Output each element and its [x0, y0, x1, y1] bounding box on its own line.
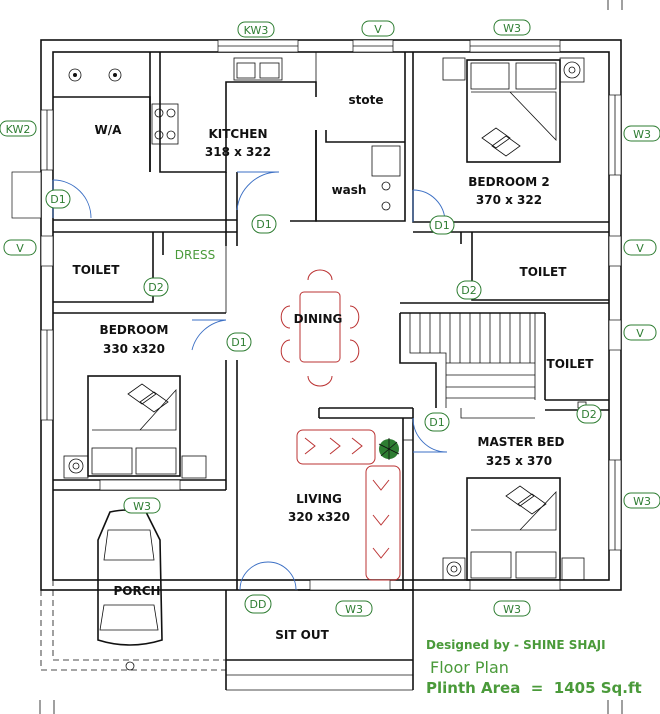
car-icon	[97, 509, 163, 671]
walls	[39, 0, 623, 714]
beds	[63, 57, 585, 581]
svg-text:D1: D1	[429, 416, 444, 429]
plan-title: Floor Plan	[430, 658, 509, 677]
tag-w3-top: W3	[493, 19, 531, 36]
room-labels: W/A KITCHEN 318 x 322 stote wash BEDROOM…	[73, 93, 595, 642]
svg-text:KW2: KW2	[6, 123, 31, 136]
svg-text:D1: D1	[256, 218, 271, 231]
svg-text:D2: D2	[148, 281, 163, 294]
tag-v-top: V	[361, 20, 395, 37]
label-living: LIVING	[296, 492, 342, 506]
svg-text:V: V	[374, 23, 382, 36]
svg-text:D1: D1	[231, 336, 246, 349]
svg-text:V: V	[636, 242, 644, 255]
tag-v-right-1: V	[623, 239, 657, 256]
dim-kitchen: 318 x 322	[205, 145, 271, 159]
label-wash: wash	[332, 183, 367, 197]
tag-d1-bedroom2: D1	[429, 215, 455, 235]
tag-d1-master: D1	[424, 412, 450, 432]
tag-w3-bedroom: W3	[123, 497, 161, 514]
tag-d1-kitchen: D1	[251, 214, 277, 234]
svg-text:D1: D1	[434, 219, 449, 232]
label-toilet-left: TOILET	[73, 263, 121, 277]
label-porch: PORCH	[113, 584, 160, 598]
label-bedroom: BEDROOM	[100, 323, 169, 337]
tag-w3-master: W3	[493, 600, 531, 617]
svg-text:D2: D2	[581, 408, 596, 421]
dim-master-bed: 325 x 370	[486, 454, 552, 468]
tag-kw2-left: KW2	[0, 120, 37, 137]
svg-text:DD: DD	[250, 598, 267, 611]
opening-tags: KW3 V W3 KW2 W3 D1 D1 D1 V V D2 D2 D1 V …	[0, 19, 660, 617]
tag-d2-master: D2	[576, 404, 602, 424]
tag-dd: DD	[244, 594, 272, 614]
dim-living: 320 x320	[288, 510, 350, 524]
label-stote: stote	[349, 93, 384, 107]
label-dining: DINING	[294, 312, 343, 326]
furniture	[280, 269, 401, 581]
tag-d2-toilet: D2	[143, 277, 169, 297]
svg-text:V: V	[16, 242, 24, 255]
dim-bedroom: 330 x320	[103, 342, 165, 356]
dim-bedroom2: 370 x 322	[476, 193, 542, 207]
label-bedroom2: BEDROOM 2	[468, 175, 549, 189]
svg-text:W3: W3	[345, 603, 363, 616]
tag-d2-right: D2	[456, 280, 482, 300]
svg-text:W3: W3	[633, 128, 651, 141]
tag-v-left: V	[3, 239, 37, 256]
windows	[11, 39, 622, 591]
plinth-area: Plinth Area = 1405 Sq.ft	[426, 679, 642, 697]
tag-d1-wa: D1	[45, 189, 71, 209]
svg-text:D2: D2	[461, 284, 476, 297]
svg-text:W3: W3	[503, 603, 521, 616]
label-sit-out: SIT OUT	[275, 628, 329, 642]
svg-text:V: V	[636, 327, 644, 340]
svg-text:D1: D1	[50, 193, 65, 206]
tag-w3-living: W3	[335, 600, 373, 617]
label-dress: DRESS	[175, 248, 215, 262]
tag-w3-right-1: W3	[623, 125, 660, 142]
dining-table	[299, 291, 341, 363]
label-toilet-master: TOILET	[547, 357, 595, 371]
fixtures	[68, 57, 587, 409]
designer-credit: Designed by - SHINE SHAJI	[426, 638, 606, 652]
tag-v-right-2: V	[623, 324, 657, 341]
label-toilet-right: TOILET	[520, 265, 568, 279]
svg-text:W3: W3	[633, 495, 651, 508]
svg-text:W3: W3	[503, 22, 521, 35]
doors	[52, 171, 448, 591]
svg-text:KW3: KW3	[244, 24, 269, 37]
label-master-bed: MASTER BED	[478, 435, 565, 449]
label-kitchen: KITCHEN	[208, 127, 267, 141]
label-wa: W/A	[95, 123, 123, 137]
svg-text:W3: W3	[133, 500, 151, 513]
plant-icon	[378, 438, 400, 460]
tag-d1-bedroom: D1	[226, 332, 252, 352]
tag-w3-right-2: W3	[623, 492, 660, 509]
tag-kw3-top: KW3	[237, 21, 275, 38]
